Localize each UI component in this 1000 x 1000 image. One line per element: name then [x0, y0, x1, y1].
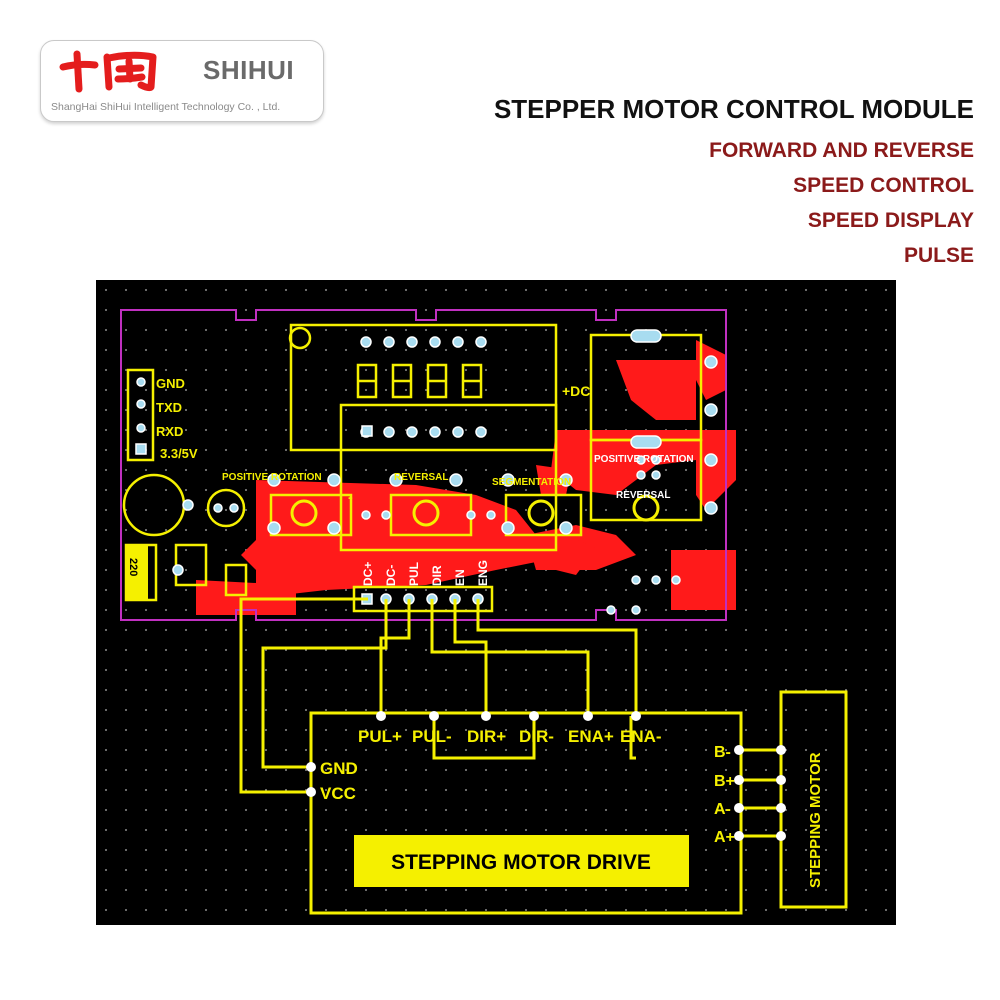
driver-pin-ena-plus: ENA+ [568, 727, 614, 746]
capacitor-body [126, 545, 148, 600]
driver-pin-dir-minus: DIR- [519, 727, 554, 746]
serial-pin-gnd: GND [156, 376, 185, 391]
serial-pin-rxd: RXD [156, 424, 183, 439]
driver-pin-pul-plus: PUL+ [358, 727, 402, 746]
driver-title-box [354, 835, 689, 887]
serial-pin-vcc: 3.3/5V [160, 446, 198, 461]
board-pads [136, 336, 718, 615]
feature-forward-reverse: FORWARD AND REVERSE [709, 139, 974, 162]
feature-speed-display: SPEED DISPLAY [807, 209, 974, 232]
digit-display [356, 363, 483, 399]
button-centers [290, 494, 660, 527]
connector-pin-eng: ENG [476, 560, 490, 586]
shihui-logo-mark [59, 50, 157, 93]
capacitor-label: 220 [127, 558, 139, 576]
button-label-positive: POSITIVE ROTATION [222, 472, 322, 483]
connector-pin-dc-plus: DC+ [361, 562, 375, 586]
driver-pin-ena-minus: ENA- [620, 727, 662, 746]
brand-name: SHIHUI [203, 55, 295, 85]
feature-pulse: PULSE [903, 244, 974, 267]
motor-label: STEPPING MOTOR [807, 752, 824, 888]
driver-pin-gnd: GND [320, 759, 358, 778]
page-title: STEPPER MOTOR CONTROL MODULE [493, 94, 974, 124]
driver-pin-pul-minus: PUL- [412, 727, 452, 746]
driver-pin-b-plus: B+ [714, 773, 735, 790]
connector-pin-dc-minus: DC- [384, 565, 398, 586]
connector-pin-en: EN [453, 569, 467, 586]
button-label-reversal: REVERSAL [394, 472, 448, 483]
company-name: ShangHai ShiHui Intelligent Technology C… [51, 101, 281, 113]
driver-title: STEPPING MOTOR DRIVE [391, 851, 651, 874]
side-label-reversal: REVERSAL [616, 490, 670, 501]
driver-pin-dir-plus: DIR+ [467, 727, 506, 746]
oval-pads [630, 329, 662, 449]
serial-pin-txd: TXD [156, 400, 182, 415]
pcb-wiring-diagram: 220 [96, 280, 896, 925]
driver-pin-a-minus: A- [714, 801, 731, 818]
feature-speed-control: SPEED CONTROL [793, 174, 974, 197]
minus-mark: - [348, 489, 353, 505]
side-label-positive: POSITIVE ROTATION [594, 454, 694, 465]
connector-pin-dir: DIR [430, 565, 444, 586]
connector-pin-pul: PUL [407, 562, 421, 586]
driver-pin-a-plus: A+ [714, 829, 735, 846]
junction-dots [306, 711, 786, 841]
button-label-segmentation: SEGMENTATION [492, 477, 571, 488]
driver-pin-b-minus: B- [714, 744, 731, 761]
dc-plus-mark: +DC [562, 383, 590, 399]
wiring-traces [239, 597, 848, 915]
board-outline [120, 309, 727, 621]
driver-pin-vcc: VCC [320, 784, 356, 803]
company-logo: SHIHUI ShangHai ShiHui Intelligent Techn… [40, 40, 324, 122]
